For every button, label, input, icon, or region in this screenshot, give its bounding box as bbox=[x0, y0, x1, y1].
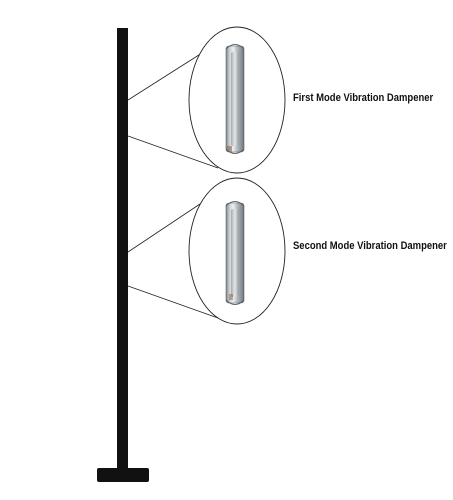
pole-base-plate bbox=[97, 468, 149, 482]
first-dampener-image bbox=[225, 44, 245, 154]
first-callout-leader-bottom bbox=[127, 135, 219, 169]
first-mode-dampener-label: First Mode Vibration Dampener bbox=[293, 92, 434, 104]
second-mode-dampener-label: Second Mode Vibration Dampener bbox=[293, 240, 447, 252]
second-callout-leader-bottom bbox=[127, 285, 219, 319]
pole-shaft bbox=[117, 28, 128, 470]
second-dampener-image bbox=[225, 201, 245, 305]
